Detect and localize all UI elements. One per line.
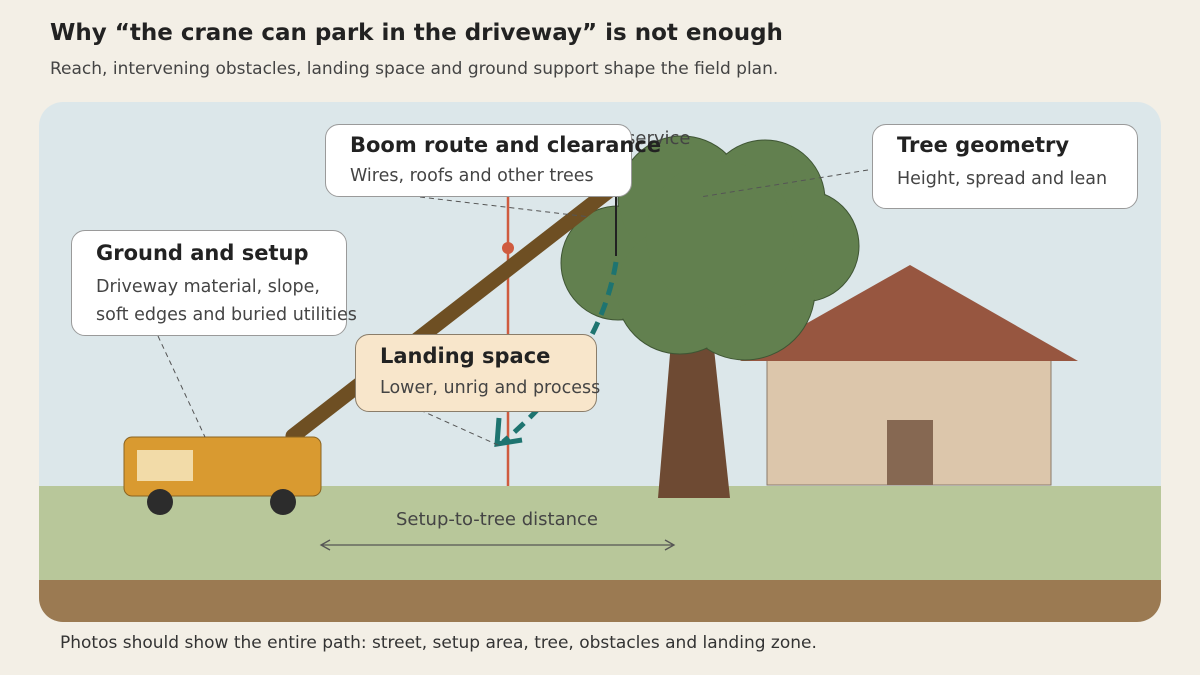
house-door	[887, 420, 933, 485]
distance-label: Setup-to-tree distance	[396, 509, 598, 530]
service-label: service	[626, 128, 690, 149]
service-wire-contact	[502, 242, 514, 254]
callout-boom-title: Boom route and clearance	[350, 133, 662, 157]
callout-tree-body: Height, spread and lean	[897, 169, 1108, 189]
soil-layer	[39, 580, 1161, 622]
callout-tree-title: Tree geometry	[897, 133, 1070, 157]
crane-truck-wheel-front	[147, 489, 173, 515]
callout-landing-space: Landing space Lower, unrig and process	[355, 334, 601, 412]
load-path-arrowhead	[494, 417, 523, 447]
crane-boom	[285, 182, 618, 444]
callout-ground-body-2: soft edges and buried utilities	[96, 305, 357, 325]
page-title: Why “the crane can park in the driveway”…	[50, 20, 783, 46]
callout-ground-setup: Ground and setup Driveway material, slop…	[71, 230, 357, 336]
callout-boom-route: Boom route and clearance Wires, roofs an…	[325, 124, 661, 197]
callout-ground-body-1: Driveway material, slope,	[96, 277, 320, 297]
callout-landing-body: Lower, unrig and process	[380, 378, 601, 398]
grass-ground	[39, 486, 1161, 580]
footer-note: Photos should show the entire path: stre…	[60, 633, 817, 653]
crane-truck	[123, 436, 322, 515]
callout-tree-geometry: Tree geometry Height, spread and lean	[872, 124, 1138, 209]
leader-lines	[157, 169, 869, 447]
callout-ground-title: Ground and setup	[96, 241, 309, 265]
crane-truck-wheel-rear	[270, 489, 296, 515]
load-path-arrow	[501, 261, 619, 444]
callout-landing-title: Landing space	[380, 344, 551, 368]
callout-boom-body: Wires, roofs and other trees	[350, 166, 594, 186]
house-roof	[740, 265, 1078, 361]
crane-truck-window	[137, 450, 193, 481]
page-subtitle: Reach, intervening obstacles, landing sp…	[50, 59, 779, 79]
distance-arrow	[319, 539, 676, 551]
house	[740, 265, 1078, 486]
tree-trunk	[658, 330, 730, 498]
